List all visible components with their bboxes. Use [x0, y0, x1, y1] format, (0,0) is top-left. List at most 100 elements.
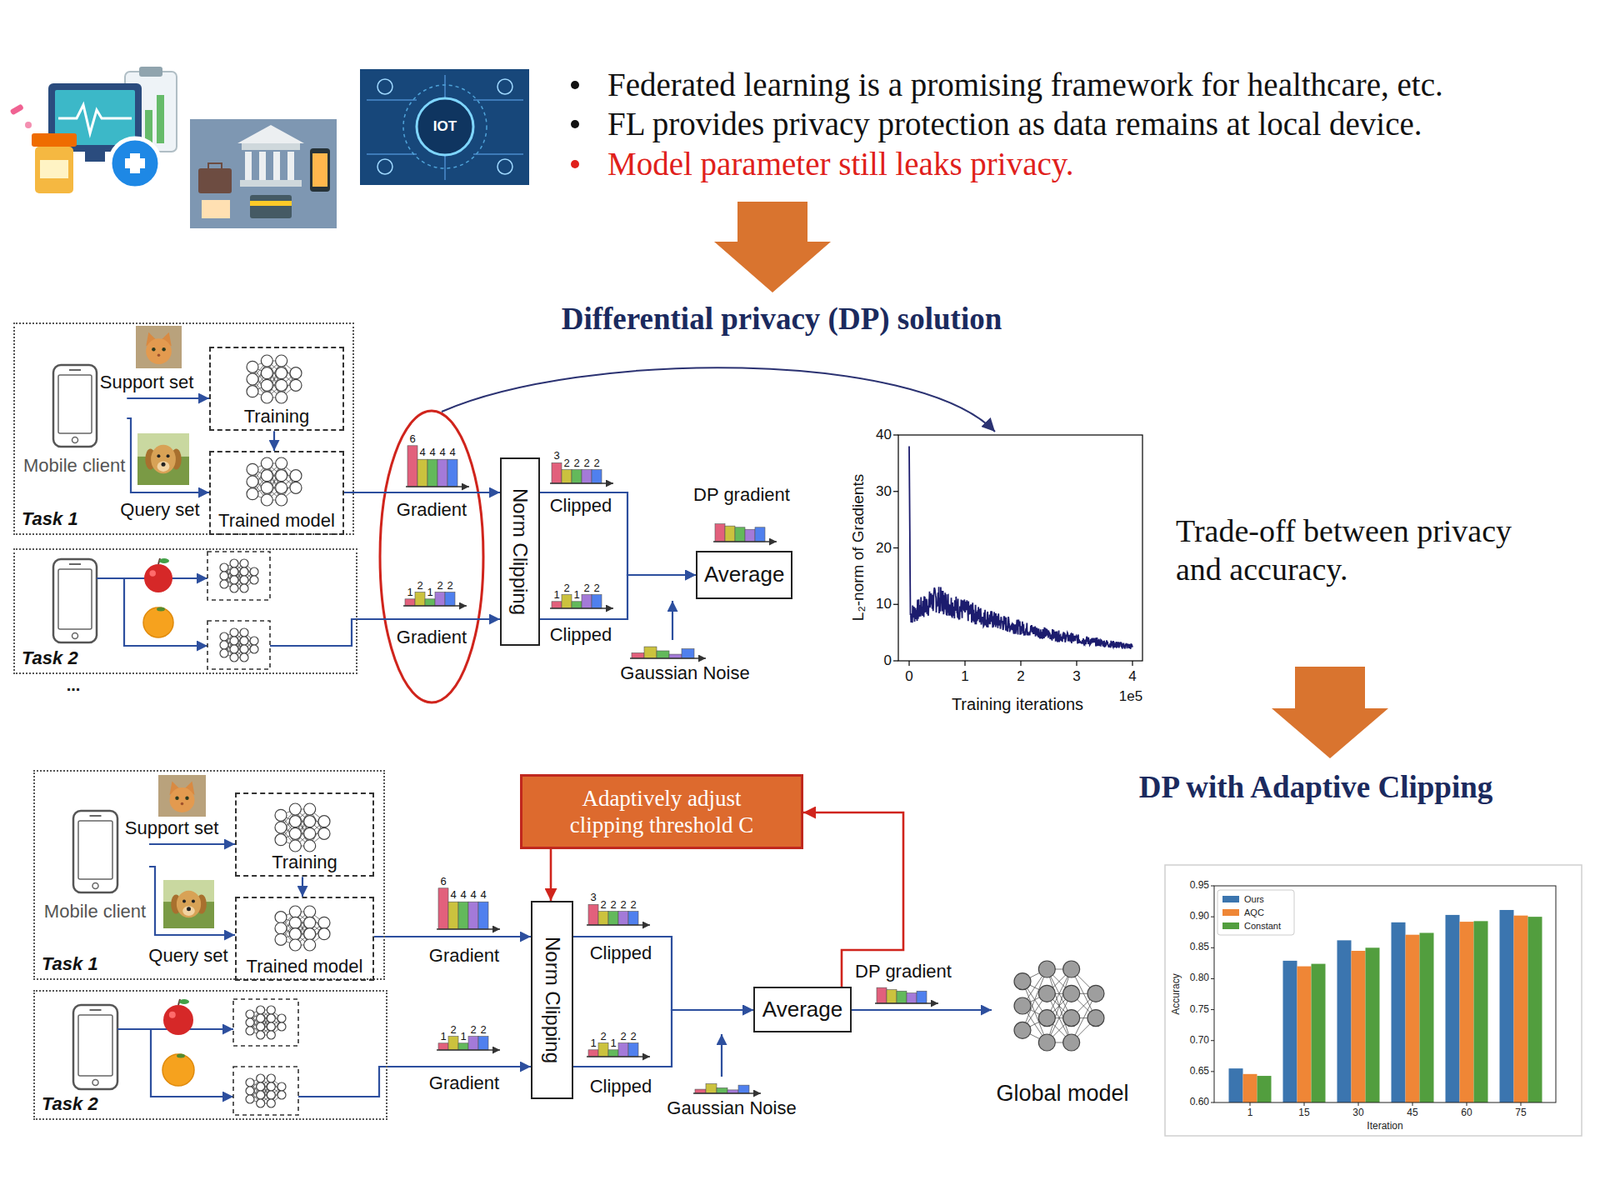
- task-label: Task 2: [21, 647, 79, 669]
- clipping-box: Norm Clipping: [500, 457, 540, 646]
- network-neuron: [304, 916, 316, 929]
- network-neuron: [240, 653, 249, 662]
- network-neuron: [220, 580, 229, 589]
- axis-title: Accuracy: [1170, 973, 1183, 1015]
- bank-column: [259, 151, 266, 180]
- bar-value: 2: [600, 898, 606, 911]
- histogram-axis: [875, 1002, 939, 1005]
- tick-label: 0.90: [1190, 910, 1210, 923]
- bar-value: 4: [449, 446, 455, 460]
- box-label: Training: [271, 851, 338, 873]
- connector: [149, 843, 235, 845]
- accuracy-bar: [1365, 947, 1380, 1103]
- bank-column: [273, 151, 280, 180]
- bar-value: 4: [429, 446, 435, 460]
- circuit-trace: [473, 153, 524, 155]
- network-neuron: [245, 1010, 255, 1019]
- histogram-bar: [588, 904, 599, 925]
- apple-highlight: [149, 570, 155, 576]
- network-neuron: [1038, 1010, 1055, 1027]
- cat-photo: [135, 325, 182, 369]
- network-neuron: [1038, 1034, 1055, 1051]
- flow-arrow: [714, 201, 831, 293]
- circuit-trace: [473, 99, 524, 101]
- axis-tick: [908, 660, 910, 666]
- edge-label: Gradient: [429, 945, 500, 966]
- iot-chip: [416, 98, 474, 155]
- histogram-bar: [571, 470, 582, 484]
- network-neuron: [220, 563, 229, 572]
- phone-speaker: [69, 563, 81, 565]
- axis-tick: [1304, 1102, 1305, 1106]
- model-box: [233, 1066, 299, 1115]
- apple-highlight: [169, 1011, 176, 1019]
- legend-swatch: [1222, 909, 1240, 916]
- training-box: Training: [209, 346, 345, 431]
- phone-speaker: [90, 1009, 102, 1011]
- histogram-bar: [468, 1036, 479, 1050]
- network-neuron: [275, 911, 287, 924]
- chip-label: IOT: [433, 118, 457, 135]
- axis-tick: [1210, 978, 1215, 980]
- connector: [803, 812, 904, 987]
- histogram-bar: [425, 599, 435, 606]
- network-neuron: [275, 391, 288, 404]
- histogram-bar: [445, 592, 455, 606]
- bar-value: 4: [460, 889, 466, 902]
- histogram-bar: [886, 990, 897, 1004]
- bar-value: 4: [470, 889, 476, 902]
- phone-body: [73, 1005, 118, 1090]
- bar-value: 4: [419, 446, 425, 460]
- legend-text: Constant: [1244, 920, 1281, 932]
- cat-nose: [157, 353, 161, 357]
- network-neuron: [275, 834, 287, 846]
- histogram-axis: [403, 605, 467, 607]
- axis-tick: [1210, 947, 1215, 949]
- tick-label: 0.65: [1190, 1065, 1210, 1078]
- edge-label: Support set: [100, 371, 195, 393]
- envelope: [201, 200, 230, 219]
- bank-column: [287, 151, 295, 180]
- bar-value: 6: [440, 875, 446, 888]
- histogram-bar: [571, 601, 582, 609]
- histogram-bar: [561, 470, 572, 484]
- network-neuron: [266, 1030, 275, 1040]
- network-neuron: [1038, 960, 1055, 978]
- dog-eye: [166, 454, 170, 458]
- histogram-bar: [896, 990, 907, 1004]
- network-neuron: [290, 379, 302, 391]
- network-neuron: [220, 640, 229, 650]
- box-label: Norm Clipping: [508, 488, 532, 615]
- bar-value: 2: [583, 581, 590, 595]
- accuracy-bar: [1500, 910, 1515, 1103]
- connector: [126, 418, 210, 493]
- network-neuron: [275, 481, 288, 494]
- connector: [550, 849, 553, 901]
- axis-tick: [893, 490, 899, 492]
- network-neuron: [230, 567, 239, 576]
- phone-screen: [58, 375, 92, 434]
- network-neuron: [275, 470, 288, 482]
- network-neuron: [1014, 1021, 1031, 1039]
- accuracy-bar: [1243, 1074, 1258, 1103]
- bar-value: 2: [610, 898, 616, 911]
- histogram-bar: [656, 650, 670, 659]
- bar-value: 2: [480, 1023, 486, 1036]
- network-neuron: [1087, 985, 1105, 1002]
- network-neuron: [1038, 985, 1055, 1002]
- bar-value: 1: [553, 588, 560, 601]
- dog-head: [176, 890, 201, 918]
- model-box: [207, 551, 270, 600]
- network-neuron: [240, 584, 249, 593]
- histogram-axis: [630, 657, 706, 660]
- bar-value: 3: [553, 450, 560, 463]
- histogram-bar: [591, 470, 602, 484]
- network-neuron: [246, 475, 259, 488]
- tick-label: 0.95: [1190, 880, 1210, 892]
- apple-leaf: [159, 558, 170, 564]
- histogram-label: Gaussian Noise: [620, 662, 750, 684]
- iot-device-icon: [377, 159, 393, 175]
- axis-tick: [1210, 885, 1215, 887]
- histogram-bar: [581, 595, 592, 609]
- histogram-axis: [550, 607, 614, 610]
